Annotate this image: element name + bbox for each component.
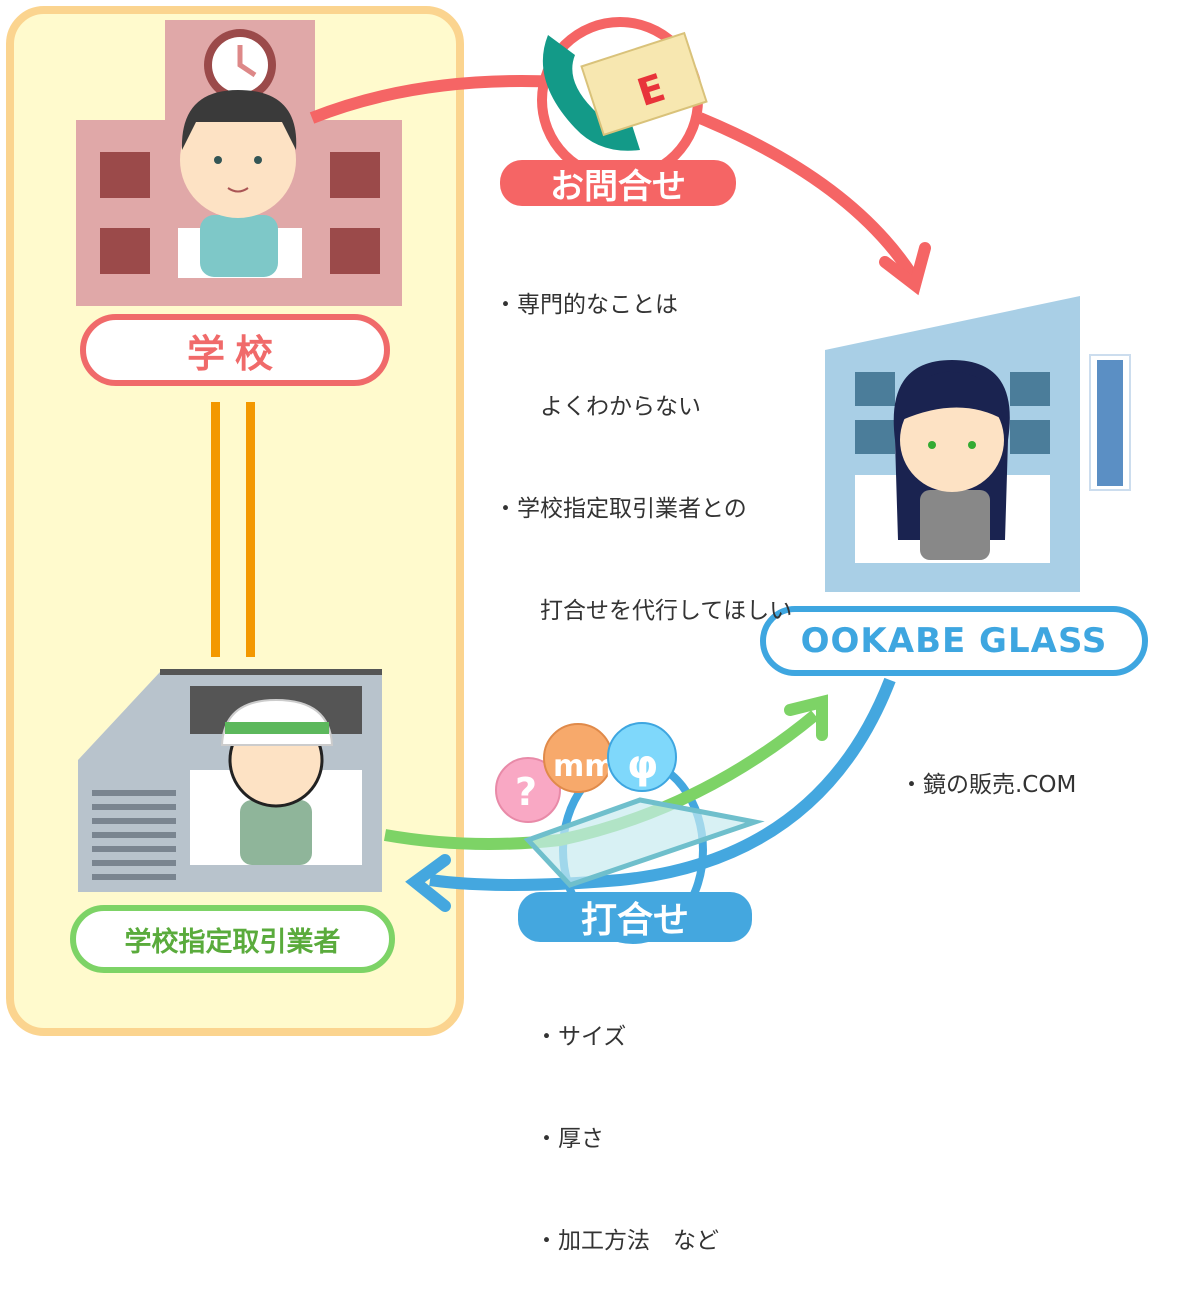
diagram-art: E ? mm φ: [76, 17, 1131, 944]
school-building: [76, 20, 402, 306]
question-bubble-icon: ?: [495, 757, 561, 823]
staff-character: [893, 360, 1010, 560]
svg-text:?: ?: [515, 770, 537, 814]
note-line: ・サイズ: [535, 1024, 627, 1050]
phone-icon: [542, 35, 640, 151]
school-label: 学校: [80, 314, 390, 386]
diameter-bubble-icon: φ: [607, 722, 677, 792]
inquiry-badge: お問合せ: [500, 160, 736, 207]
vendor-building: [78, 669, 382, 892]
note-line: ・鏡の販売.COM: [900, 772, 1077, 798]
company-label: OOKABE GLASS: [760, 606, 1148, 676]
company-notes: ・鏡の販売.COM: [900, 700, 1076, 836]
vendor-label: 学校指定取引業者: [70, 905, 395, 973]
note-line: ・厚さ: [535, 1126, 604, 1152]
meeting-badge: 打合せ: [518, 892, 752, 942]
note-line: よくわからない: [494, 394, 701, 420]
clock-icon: [204, 29, 276, 101]
company-building: [825, 296, 1131, 592]
note-line: ・加工方法 など: [535, 1228, 719, 1254]
note-line: 打合せを代行してほしい: [494, 598, 793, 624]
note-line: ・学校指定取引業者との: [494, 496, 747, 522]
mm-bubble-icon: mm: [543, 723, 616, 793]
envelope-icon: E: [580, 31, 708, 137]
meeting-notes: ・サイズ ・厚さ ・加工方法 など: [535, 952, 719, 1292]
note-line: ・専門的なことは: [494, 292, 678, 318]
glass-pane-icon: [523, 797, 765, 888]
svg-text:mm: mm: [553, 749, 616, 784]
equal-link-lines: [211, 402, 255, 657]
svg-text:φ: φ: [627, 742, 658, 788]
teacher-character: [180, 90, 297, 277]
inquiry-notes: ・専門的なことは よくわからない ・学校指定取引業者との 打合せを代行してほしい: [494, 220, 792, 662]
worker-character: [220, 698, 334, 865]
